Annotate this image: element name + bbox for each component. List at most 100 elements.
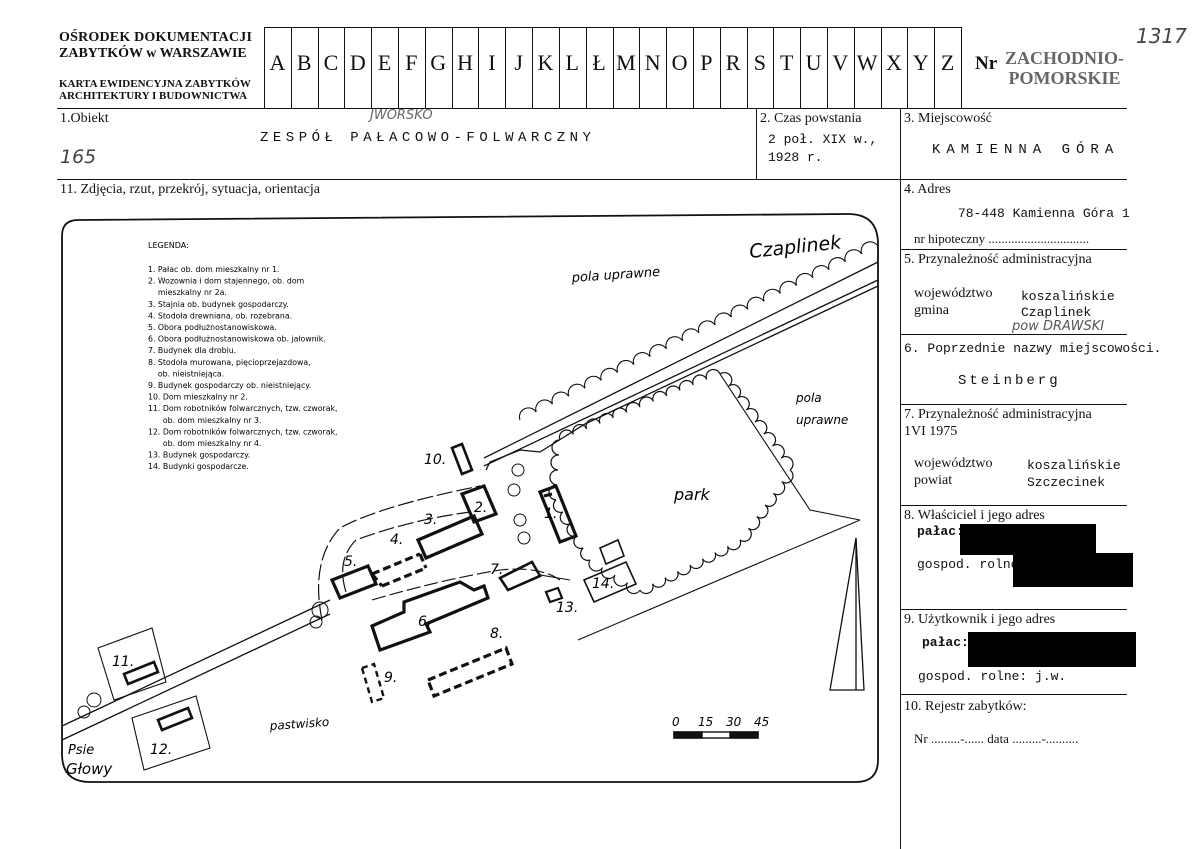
park-outline <box>548 368 794 595</box>
building-4-wooden-barn <box>370 552 428 588</box>
tree-row-scallops <box>518 241 879 421</box>
header-letter-divider <box>585 27 587 108</box>
header-letter-divider <box>934 27 936 108</box>
legend-entry: ob. dom mieszkalny nr 4. <box>148 439 261 448</box>
header-letter-12: L <box>565 50 579 75</box>
label-pola: pola <box>795 391 822 405</box>
building-number-11: 11. <box>112 654 134 670</box>
building-number-13: 13. <box>556 600 578 616</box>
header-letter-22: V <box>832 50 849 75</box>
field2-value-line1: 2 poł. XIX w., <box>768 132 878 147</box>
building-13-outbuilding <box>544 586 564 604</box>
label-uprawne: uprawne <box>796 413 848 427</box>
building-11-workers-house <box>122 660 160 686</box>
label-czaplinek: Czaplinek <box>748 231 843 263</box>
legend-entry: 12. Dom robotników folwarcznych, tzw. cz… <box>148 427 338 436</box>
field1-handwritten-note: JWORSKO <box>370 108 433 123</box>
building-6-cowshed <box>370 580 490 653</box>
header-letter-15: N <box>644 50 661 75</box>
header-letter-divider <box>505 27 507 108</box>
header-letter-divider <box>371 27 373 108</box>
field4-mortgage-label: nr hipoteczny ..........................… <box>914 231 1090 246</box>
building-number-10: 10. <box>424 452 446 468</box>
label-pola-uprawne-top: pola uprawne <box>570 265 660 286</box>
header-letter-17: P <box>700 50 713 75</box>
building-number-7: 7. <box>490 562 503 578</box>
header-letter-10: J <box>514 50 523 75</box>
row-divider-505 <box>900 505 1127 506</box>
road-to-psie-glowy <box>61 599 331 741</box>
legend-entry: 10. Dom mieszkalny nr 2. <box>148 393 248 402</box>
legend-entry: 9. Budynek gospodarczy ob. nieistniejący… <box>148 381 311 390</box>
field6-label: 6. Poprzednie nazwy miejscowości. <box>904 341 1162 356</box>
field7-voivodeship-value: koszalińskie <box>1027 458 1121 473</box>
header-letter-divider <box>853 27 855 108</box>
header-letter-11: K <box>537 50 554 75</box>
header-letter-divider <box>424 27 426 108</box>
header-org-block: OŚRODEK DOKUMENTACJI ZABYTKÓW w WARSZAWI… <box>59 30 264 102</box>
field6-value: Steinberg <box>958 373 1061 389</box>
building-3-stable <box>415 513 485 561</box>
legend-entry: 7. Budynek dla drobiu. <box>148 346 236 355</box>
header-letter-1: A <box>269 50 286 75</box>
building-8-brick-barn <box>425 645 515 699</box>
scale-label: 30 <box>726 715 742 729</box>
label-pastwisko: pastwisko <box>268 715 329 733</box>
building-14-outbuildings <box>582 538 638 604</box>
row-divider-404 <box>900 404 1127 405</box>
header-letter-divider <box>826 27 828 108</box>
header-letter-divider <box>612 27 614 108</box>
legend-entry: 2. Wozownia i dom stajennego, ob. dom <box>148 277 304 286</box>
building-7-poultry <box>498 560 542 592</box>
header-letter-divider <box>317 27 319 108</box>
building-number-6: 6. <box>418 614 431 630</box>
nr-label: Nr <box>975 53 998 74</box>
header-letter-18: R <box>725 50 741 75</box>
building-number-12: 12. <box>150 742 172 758</box>
header-letter-divider <box>692 27 694 108</box>
map-frame <box>61 213 879 783</box>
legend-entry: 3. Stajnia ob. budynek gospodarczy. <box>148 300 289 309</box>
header-letter-4: D <box>349 50 366 75</box>
header-letter-divider <box>451 27 453 108</box>
legend-entry: 6. Obora podłużnostanowiskowa ob. jałown… <box>148 335 326 344</box>
field3-value: KAMIENNA GÓRA <box>932 142 1120 158</box>
header-letter-divider <box>880 27 882 108</box>
header-letter-divider <box>746 27 748 108</box>
header-letter-divider <box>290 27 292 108</box>
building-number-8: 8. <box>490 626 503 642</box>
legend-entry: 4. Stodoła drewniana, ob. rozebrana. <box>148 311 292 320</box>
legend-entry: 5. Obora podłużnostanowiskowa. <box>148 323 277 332</box>
building-number-4: 4. <box>390 532 403 548</box>
legend-entry: 8. Stodoła murowana, pięcioprzejazdowa, <box>148 358 311 367</box>
header-letter-divider <box>773 27 775 108</box>
field8-palace-label: pałac: <box>917 524 964 539</box>
header-bottom-border <box>57 108 1127 109</box>
field5-commune-label: gmina <box>914 303 949 318</box>
legend-entry: 1. Pałac ob. dom mieszkalny nr 1. <box>148 265 279 274</box>
tree-row <box>518 241 879 421</box>
header-letter-26: Z <box>940 50 955 75</box>
building-number-14: 14. <box>592 576 614 592</box>
field9-farm-label: gospod. rolne: j.w. <box>918 669 1067 684</box>
small-trees <box>77 463 531 719</box>
building-number-5: 5. <box>344 554 357 570</box>
header-letter-5: E <box>377 50 392 75</box>
region-stamp-line1: ZACHODNIO- <box>1004 48 1124 68</box>
header-nr-border <box>961 27 962 108</box>
field11-label: 11. Zdjęcia, rzut, przekrój, sytuacja, o… <box>60 182 320 197</box>
legend-title: LEGENDA: <box>148 241 189 250</box>
field2-label: 2. Czas powstania <box>760 111 862 126</box>
header-letter-23: W <box>856 50 878 75</box>
farm-track <box>317 485 481 621</box>
building-1-palace <box>537 483 579 545</box>
header-left-border <box>264 27 265 108</box>
header-letter-divider <box>907 27 909 108</box>
header-letter-16: O <box>671 50 688 75</box>
card-title-line1: KARTA EWIDENCYJNA ZABYTKÓW <box>59 78 251 90</box>
field7-voivodeship-label: województwo <box>914 456 993 471</box>
header-letter-divider <box>398 27 400 108</box>
header-letter-25: Y <box>912 50 929 75</box>
building-2-coach-house <box>459 483 499 525</box>
